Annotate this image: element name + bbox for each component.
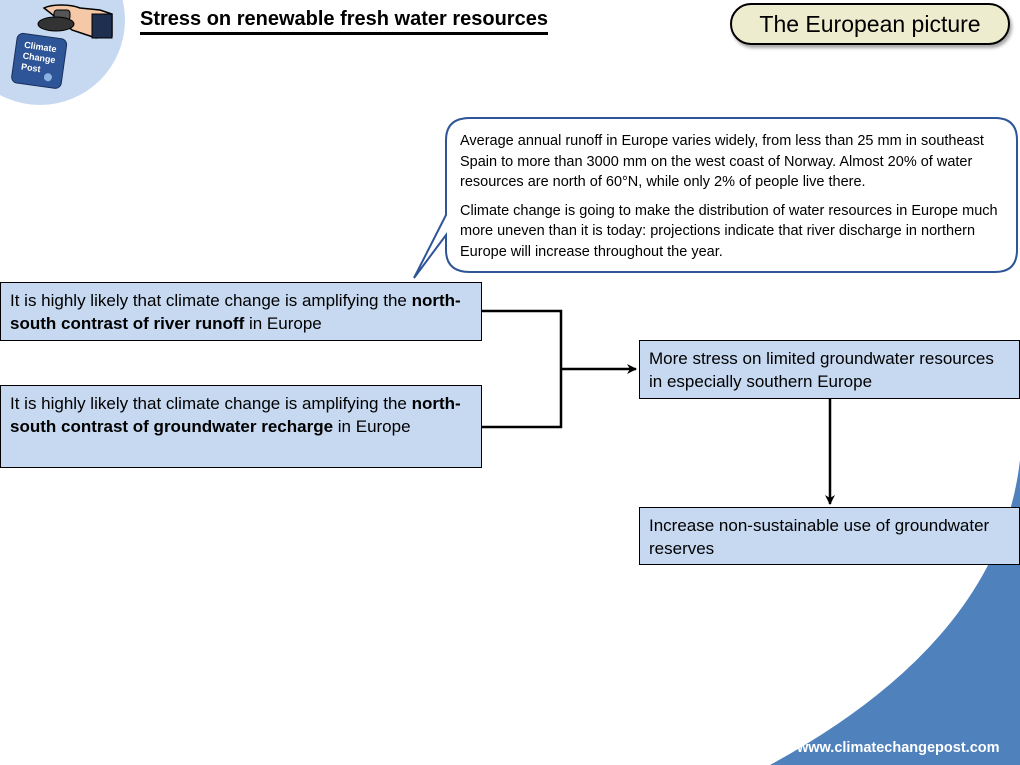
svg-text:Change: Change	[22, 51, 56, 65]
runoff-emphasis: north-south contrast of river runoff	[10, 291, 461, 333]
climate-change-post-logo: Climate Change Post	[11, 32, 68, 89]
callout-paragraph: Climate change is going to make the dist…	[460, 202, 998, 260]
section-badge: The European picture	[730, 3, 1010, 45]
runoff-contrast-box: It is highly likely that climate change …	[0, 282, 482, 341]
callout-paragraph: Average annual runoff in Europe varies w…	[460, 133, 984, 190]
callout-text: Average annual runoff in Europe varies w…	[460, 131, 1010, 270]
footer-url[interactable]: www.climatechangepost.com	[797, 740, 1000, 756]
merge-connector	[482, 309, 637, 429]
hand-stamp-icon	[37, 4, 113, 39]
page-title: Stress on renewable fresh water resource…	[140, 8, 548, 35]
svg-text:Climate: Climate	[24, 40, 58, 54]
logo-area: Climate Change Post	[0, 0, 125, 105]
svg-text:Post: Post	[21, 61, 42, 74]
recharge-contrast-box: It is highly likely that climate change …	[0, 385, 482, 468]
recharge-emphasis: north-south contrast of groundwater rech…	[10, 394, 461, 436]
groundwater-stress-box: More stress on limited groundwater resou…	[639, 340, 1020, 399]
unsustainable-use-box: Increase non-sustainable use of groundwa…	[639, 507, 1020, 565]
